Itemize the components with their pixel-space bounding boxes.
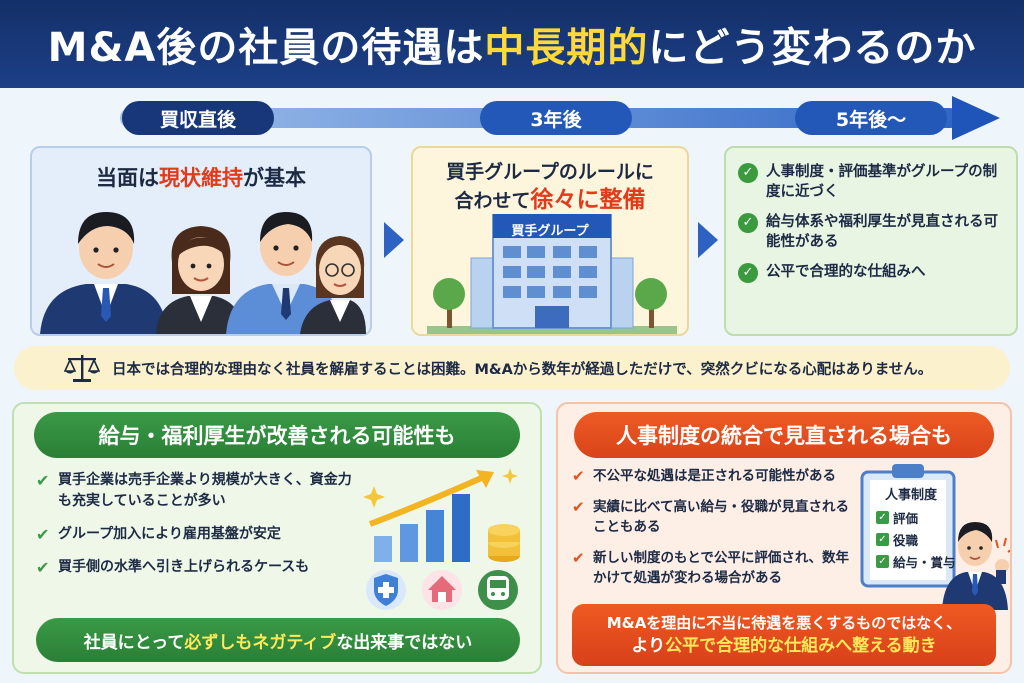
- notice-banner: 日本では合理的な理由なく社員を解雇することは困難。M&Aから数年が経過しただけで…: [14, 346, 1010, 390]
- office-building-icon: [427, 214, 677, 334]
- stage-immediate-box: 当面は現状維持が基本: [30, 146, 372, 336]
- checkbox-checked-icon: ✓: [876, 533, 889, 546]
- timeline-step-immediate: 買収直後: [122, 101, 274, 135]
- list-item: ✓人事制度・評価基準がグループの制度に近づく: [738, 162, 1010, 202]
- check-icon: ✔: [36, 558, 50, 577]
- check-icon: ✔: [572, 549, 585, 567]
- banner-line-1: M&Aを理由に不当に待遇を悪くするものではなく、: [606, 614, 962, 632]
- check-icon: ✔: [572, 498, 585, 516]
- list-item: ✔新しい制度のもとで公平に評価され、数年かけて処遇が変わる場合がある: [572, 549, 849, 586]
- title-post: にどう変わるのか: [648, 25, 977, 71]
- title-pre: M&A後の社員の待遇は: [47, 25, 485, 71]
- list-item: ✓給与体系や福利厚生が見直される可能性がある: [738, 212, 1010, 252]
- employees-group-icon: [40, 212, 366, 334]
- checkbox-checked-icon: ✓: [876, 555, 889, 568]
- benefits-panel: 給与・福利厚生が改善される可能性も ✔買手企業は売手企業より規模が大きく、資金力…: [12, 402, 542, 674]
- check-circle-icon: ✓: [738, 163, 758, 183]
- header-banner: M&A後の社員の待遇は中長期的にどう変わるのか: [0, 0, 1024, 88]
- timeline-arrow-icon: [952, 96, 1000, 140]
- list-item: ✔買手側の水準へ引き上げられるケースも: [36, 558, 310, 577]
- coins-icon: [488, 524, 520, 562]
- list-item: ✔グループ加入により雇用基盤が安定: [36, 525, 281, 544]
- list-item: ✔買手企業は売手企業より規模が大きく、資金力も充実していることが多い: [36, 471, 352, 509]
- clipboard-item: ✓給与・賞与: [876, 552, 956, 571]
- list-item: ✓公平で合理的な仕組みへ: [738, 262, 1010, 283]
- stage-5-years-box: ✓人事制度・評価基準がグループの制度に近づく ✓給与体系や福利厚生が見直される可…: [724, 146, 1018, 336]
- chevron-right-icon: [384, 222, 404, 258]
- house-icon: [422, 570, 462, 610]
- check-circle-icon: ✓: [738, 213, 758, 233]
- timeline-step-5-years: 5年後〜: [795, 101, 947, 135]
- train-icon: [478, 570, 518, 610]
- clipboard-icon: [860, 464, 956, 588]
- list-item: ✔不公平な処遇は是正される可能性がある: [572, 467, 836, 485]
- check-icon: ✔: [572, 467, 585, 485]
- page-title: M&A後の社員の待遇は中長期的にどう変わるのか: [48, 15, 977, 73]
- hr-review-panel-title: 人事制度の統合で見直される場合も: [574, 412, 994, 458]
- check-icon: ✔: [36, 471, 50, 490]
- check-circle-icon: ✓: [738, 263, 758, 283]
- banner-line-2: より公平で合理的な仕組みへ整える動き: [631, 636, 937, 656]
- title-highlight: 中長期的: [484, 25, 649, 71]
- check-icon: ✔: [36, 525, 50, 544]
- chart-growth-icon: [363, 468, 520, 610]
- hr-review-conclusion-banner: M&Aを理由に不当に待遇を悪くするものではなく、 より公平で合理的な仕組みへ整え…: [572, 604, 996, 666]
- checkbox-checked-icon: ✓: [876, 511, 889, 524]
- stage-3-years-box: 買手グループのルールに 合わせて徐々に整備 買手グループ: [411, 146, 689, 336]
- hr-review-panel: 人事制度の統合で見直される場合も ✔不公平な処遇は是正される可能性がある ✔実績…: [556, 402, 1012, 674]
- clipboard-item: ✓評価: [876, 508, 918, 527]
- list-item: ✔実績に比べて高い給与・役職が見直されることもある: [572, 498, 849, 535]
- stage-immediate-title: 当面は現状維持が基本: [96, 166, 306, 190]
- benefits-conclusion-banner: 社員にとって必ずしもネガティブな出来事ではない: [36, 618, 520, 662]
- hr-review-list: ✔不公平な処遇は是正される可能性がある ✔実績に比べて高い給与・役職が見直される…: [572, 466, 852, 599]
- stage-3-years-title: 買手グループのルールに 合わせて徐々に整備: [446, 161, 654, 213]
- timeline-step-3-years: 3年後: [480, 101, 632, 135]
- clipboard-item: ✓役職: [876, 530, 918, 549]
- businessman-fist-icon: [942, 522, 1010, 610]
- clipboard-title: 人事制度: [884, 488, 937, 503]
- scale-icon: [64, 355, 100, 382]
- stage-5-years-list: ✓人事制度・評価基準がグループの制度に近づく ✓給与体系や福利厚生が見直される可…: [738, 162, 1010, 293]
- benefits-list: ✔買手企業は売手企業より規模が大きく、資金力も充実していることが多い ✔グループ…: [36, 470, 356, 590]
- benefits-panel-title: 給与・福利厚生が改善される可能性も: [34, 412, 520, 458]
- chevron-right-icon: [698, 222, 718, 258]
- health-shield-icon: [366, 570, 406, 610]
- notice-text: 日本では合理的な理由なく社員を解雇することは困難。M&Aから数年が経過しただけで…: [112, 362, 933, 378]
- building-label: 買手グループ: [511, 224, 589, 239]
